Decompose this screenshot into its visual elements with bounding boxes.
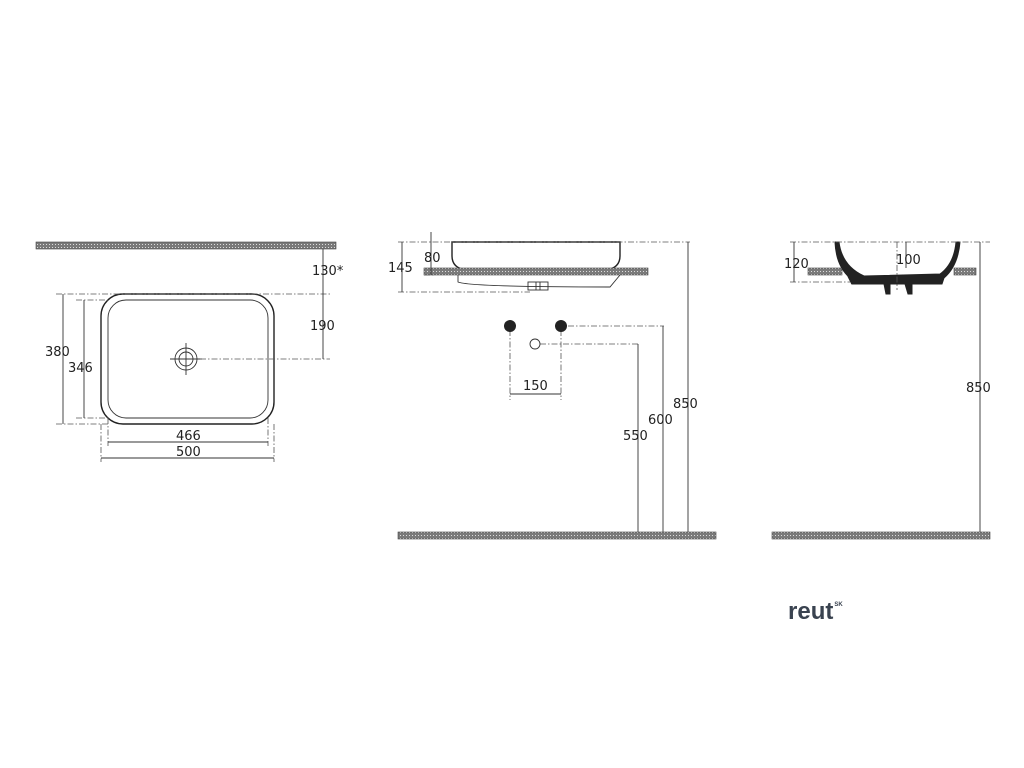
basin-inner-outline <box>107 299 269 419</box>
dim-550-label: 550 <box>623 429 648 444</box>
drain-icon <box>170 343 202 375</box>
dim-120-label: 120 <box>784 257 809 272</box>
dim-130-label: 130* <box>312 264 344 279</box>
basin-side-section <box>834 241 961 295</box>
dim-380-label: 380 <box>45 345 70 360</box>
dim-346-label: 346 <box>68 361 93 376</box>
brand-mark: SK <box>834 602 843 608</box>
dim-850-side-label: 850 <box>966 381 991 396</box>
dim-145-label: 145 <box>388 261 413 276</box>
brand-logo: reutSK <box>788 598 843 626</box>
floor-bar-side <box>771 531 991 540</box>
countertop-bar-side-left <box>807 267 843 276</box>
water-inlet-right-icon <box>555 320 567 332</box>
dim-100-label: 100 <box>896 253 921 268</box>
dim-190-label: 190 <box>310 319 335 334</box>
basin-front-profile <box>451 241 621 271</box>
countertop-bar-front <box>423 267 649 276</box>
countertop-bar-side-right <box>953 267 977 276</box>
front-view: 145 80 150 550 600 850 <box>388 232 717 540</box>
brand-name: reut <box>788 598 834 625</box>
dim-600-label: 600 <box>648 413 673 428</box>
drain-outlet-icon <box>529 338 541 350</box>
floor-bar-front <box>397 531 717 540</box>
dim-500-label: 500 <box>176 445 201 460</box>
dim-150-label: 150 <box>523 379 548 394</box>
plan-view: 380 346 466 500 190 130* <box>35 241 344 462</box>
countertop-bar <box>35 241 337 250</box>
dim-466-label: 466 <box>176 429 201 444</box>
side-view: 120 100 850 <box>771 241 991 540</box>
water-inlet-left-icon <box>504 320 516 332</box>
dim-80-label: 80 <box>424 251 441 266</box>
dim-850-label: 850 <box>673 397 698 412</box>
